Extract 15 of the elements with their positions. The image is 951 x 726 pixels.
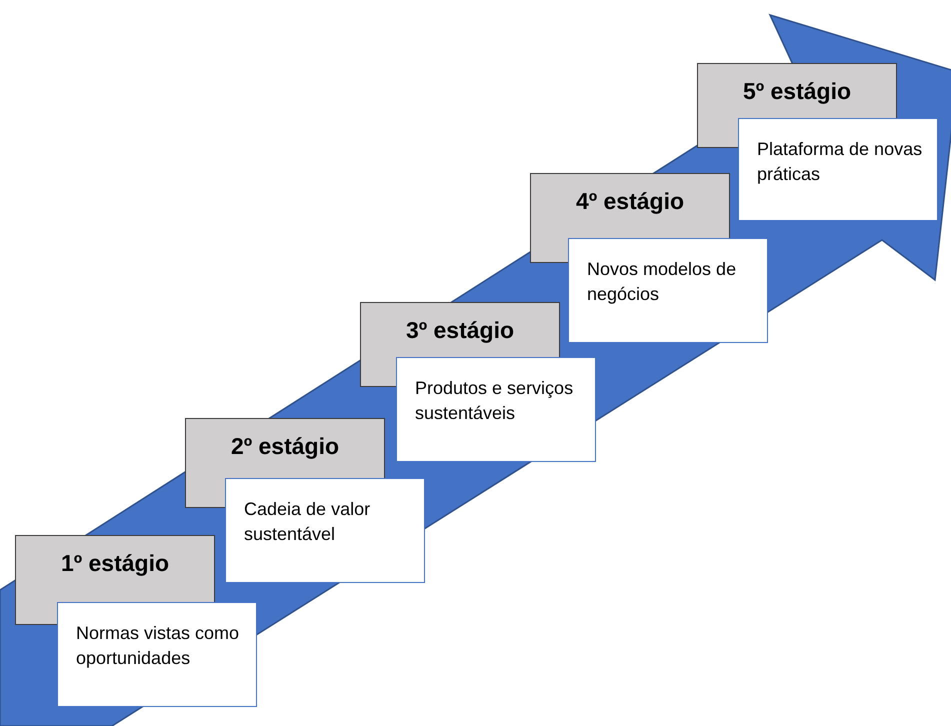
description-text: Plataforma de novas práticas: [757, 138, 924, 186]
description-box: [225, 478, 425, 583]
stage-heading: 4º estágio: [574, 188, 686, 215]
stage-heading: 2º estágio: [230, 433, 340, 460]
description-box: [738, 118, 938, 221]
description-box: [57, 602, 257, 707]
stage-heading: 1º estágio: [60, 550, 170, 577]
stage-heading: 5º estágio: [742, 78, 852, 105]
description-text: Cadeia de valor sustentável: [244, 498, 372, 546]
stage-heading: 3º estágio: [404, 317, 516, 344]
description-text: Normas vistas como oportunidades: [76, 622, 240, 670]
description-text: Novos modelos de negócios: [587, 258, 738, 306]
description-text: Produtos e serviços sustentáveis: [415, 377, 574, 425]
description-box: [568, 238, 768, 343]
description-box: [396, 357, 596, 462]
